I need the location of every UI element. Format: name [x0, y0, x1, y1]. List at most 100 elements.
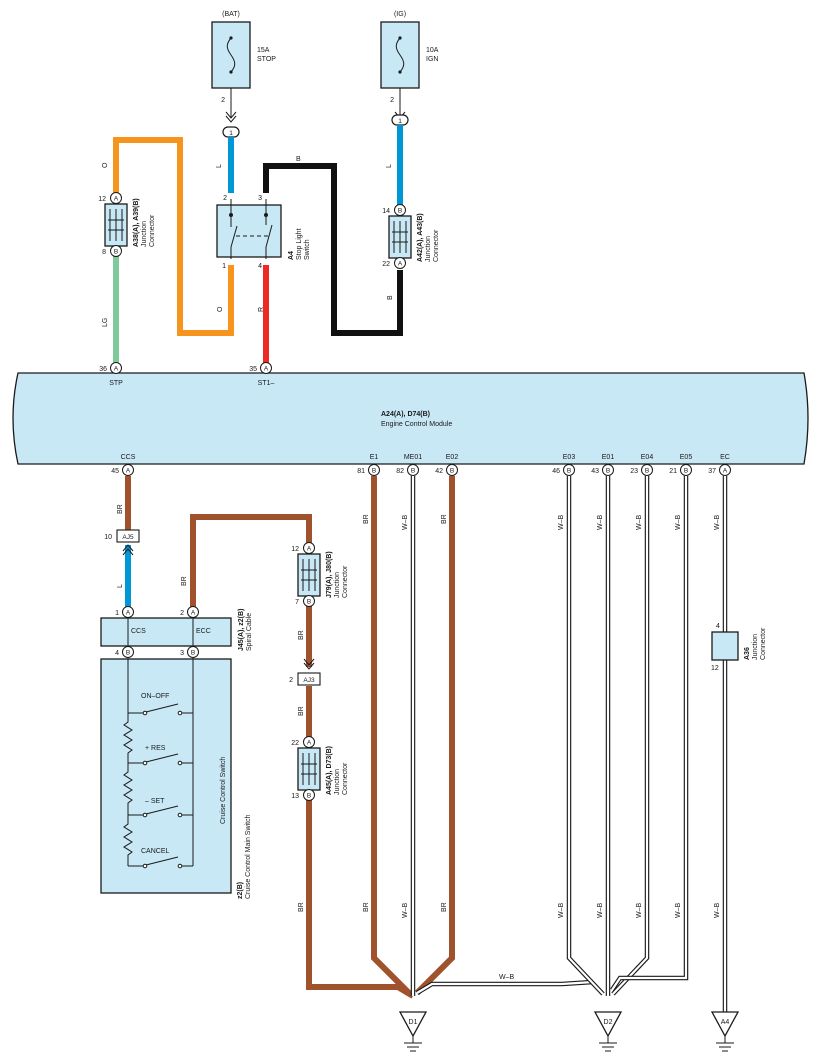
svg-text:2: 2	[289, 677, 293, 684]
wire-label-l-ccs: L	[117, 584, 124, 588]
wire-label-br-e02-2: BR	[441, 902, 448, 912]
svg-text:A36: A36	[744, 647, 751, 660]
ecm-pin-ec-letter: A	[723, 468, 728, 475]
svg-text:J79(A), J80(B): J79(A), J80(B)	[326, 551, 333, 598]
ground-triangle-icon	[710, 1011, 740, 1038]
ecm-pin-e04-number: 23	[630, 468, 638, 475]
svg-text:Junction: Junction	[334, 572, 341, 598]
switch-on-off-label: ON–OFF	[141, 693, 169, 700]
ecm-pin-stp-letter: A	[114, 366, 119, 373]
wire-label-b-2: B	[387, 295, 394, 300]
ecm-pin-e1-letter: B	[372, 468, 376, 475]
svg-text:3: 3	[258, 195, 262, 202]
ecm-pin-e1-number: 81	[357, 468, 365, 475]
svg-text:Connector: Connector	[342, 565, 349, 598]
svg-text:2: 2	[223, 195, 227, 202]
spiral-cable-box	[100, 617, 232, 647]
switch-set: – SET	[128, 798, 193, 818]
ecm-pin-me01-name: ME01	[404, 454, 422, 461]
ecm-pin-e05-name: E05	[680, 454, 693, 461]
ecm-pin-st1-circle	[260, 362, 272, 374]
svg-text:12: 12	[291, 546, 299, 553]
ground-a4: A4	[710, 1011, 740, 1052]
svg-text:A: A	[307, 546, 312, 553]
wire-label-wb-e04-2: W–B	[636, 903, 643, 919]
svg-text:Connector: Connector	[342, 762, 349, 795]
svg-text:2: 2	[180, 610, 184, 617]
ecm-pin-e01-circle	[602, 464, 614, 476]
engine-control-module: A24(A), D74(B) Engine Control Module	[12, 372, 809, 465]
spiral-cable: A 1 A 2 CCS ECC B 4 B 3 J45(A), z2(B) Sp…	[100, 606, 253, 658]
wire-label-wb-e05-2: W–B	[675, 903, 682, 919]
svg-text:B: B	[307, 599, 311, 606]
fuse-bat-rating: 15A	[257, 47, 270, 54]
connector-arrow-icon	[122, 544, 134, 552]
wire-label-br-a45: BR	[298, 902, 305, 912]
ecm-box	[12, 372, 809, 465]
wire-label-wb-e01: W–B	[597, 515, 604, 531]
switch-contact-icon	[145, 805, 179, 815]
switch-res-label: + RES	[145, 745, 166, 752]
junction-a42: B 14 A 22 A42(A), A43(B) Junction Connec…	[382, 204, 440, 269]
fuse-icon	[395, 37, 405, 73]
wire-label-wb-ec: W–B	[714, 515, 721, 531]
ground-triangle-icon	[593, 1011, 623, 1038]
svg-text:A38(A), A39(B): A38(A), A39(B)	[133, 198, 140, 247]
cruise-title: z2(B)	[237, 882, 244, 899]
wire-label-br-j79: BR	[298, 630, 305, 640]
ecm-pin-e04-letter: B	[645, 468, 649, 475]
ecm-pin-stp-name: STP	[109, 380, 123, 387]
svg-text:Junction: Junction	[752, 634, 759, 660]
wire-orange-o	[113, 137, 234, 336]
ecm-pin-e02-name: E02	[446, 454, 459, 461]
cruise-sub: Cruise Control Main Switch	[245, 814, 252, 899]
fuse-ig-source: (IG)	[394, 11, 406, 18]
switch-contact-icon	[145, 703, 179, 713]
wire-label-o: O	[102, 162, 109, 168]
ground-triangle-icon	[398, 1011, 428, 1038]
svg-text:AJ5: AJ5	[122, 534, 134, 541]
ecm-pin-e01-number: 43	[591, 468, 599, 475]
ecm-pin-ccs-number: 45	[111, 468, 119, 475]
ecm-pin-me01-letter: B	[411, 468, 415, 475]
ecm-pin-ccs-name: CCS	[121, 454, 136, 461]
svg-text:10: 10	[104, 534, 112, 541]
switch-cancel-label: CANCEL	[141, 848, 170, 855]
wire-label-wb-e03-2: W–B	[558, 903, 565, 919]
ecm-pin-e03-circle	[563, 464, 575, 476]
fuse-ig-label: IGN	[426, 56, 438, 63]
fuse-bat-label: STOP	[257, 56, 276, 63]
svg-text:22: 22	[291, 740, 299, 747]
ecm-pin-me01-number: 82	[396, 468, 404, 475]
svg-text:14: 14	[382, 208, 390, 215]
connector-arrow-icon	[225, 111, 237, 119]
ground-label: D2	[604, 1019, 613, 1026]
wire-brown-a45-d1	[306, 800, 415, 999]
ecm-pin-stp-circle	[110, 362, 122, 374]
svg-text:Stop Light: Stop Light	[296, 228, 303, 260]
wire-label-wb-e03: W–B	[558, 515, 565, 531]
ecm-pin-e05-circle	[680, 464, 692, 476]
svg-text:A45(A), D73(B): A45(A), D73(B)	[326, 746, 333, 795]
wire-label-wb-e01-2: W–B	[597, 903, 604, 919]
svg-text:3: 3	[180, 650, 184, 657]
fuse-bat: (BAT) 15A STOP 2 1	[211, 11, 276, 138]
wire-label-br-ecc: BR	[181, 576, 188, 586]
svg-text:A: A	[126, 610, 131, 617]
junction-a38: A 12 B 8 A38(A), A39(B) Junction Connect…	[98, 192, 156, 257]
svg-text:B: B	[398, 208, 402, 215]
ecm-pin-stp-number: 36	[99, 366, 107, 373]
switch-contact-icon	[145, 856, 179, 866]
inline-connector-1-ig-label: 1	[398, 118, 402, 125]
ecm-pin-st1-number: 35	[249, 366, 257, 373]
junction-j79: A 12 B 7 J79(A), J80(B) Junction Connect…	[291, 542, 349, 607]
